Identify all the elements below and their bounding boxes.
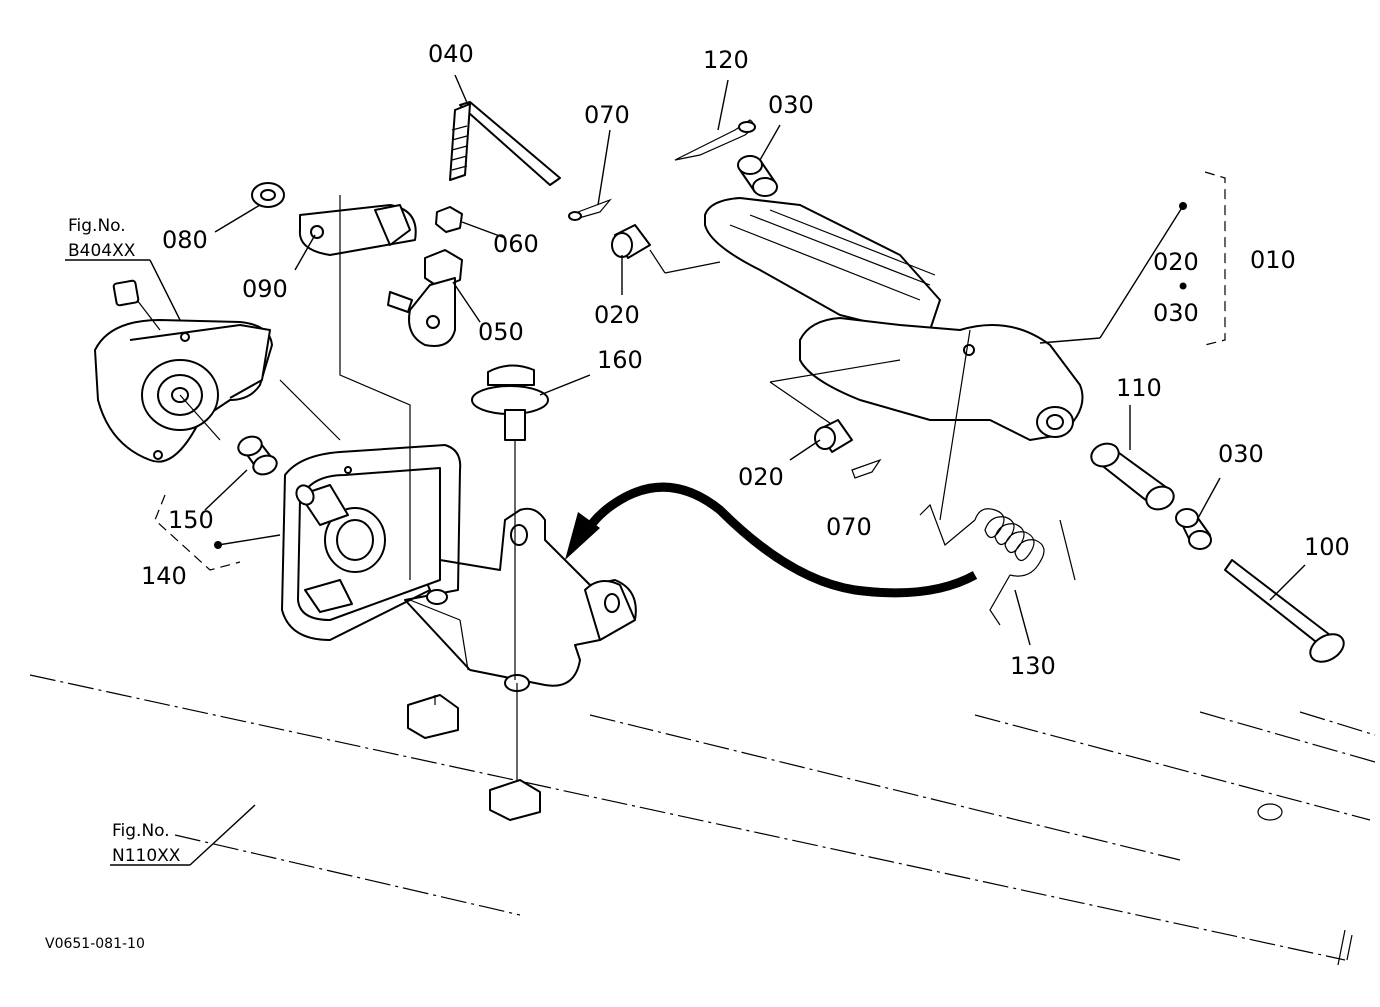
label-030-top: 030: [768, 91, 814, 119]
label-070-lower: 070: [826, 513, 872, 541]
pedal-base-bracket: [281, 444, 637, 692]
rod-040: [449, 101, 561, 186]
label-080: 080: [162, 226, 208, 254]
label-070-top: 070: [584, 101, 630, 129]
cable-motor-assembly: [94, 279, 273, 463]
collar-080: [251, 182, 285, 208]
label-160: 160: [597, 346, 643, 374]
ref-b404-line2: B404XX: [68, 241, 136, 261]
ref-b404-line1: Fig.No.: [68, 216, 126, 236]
label-050: 050: [478, 318, 524, 346]
group-bracket-010: [1204, 171, 1226, 346]
label-090: 090: [242, 275, 288, 303]
label-030-group: 030: [1153, 299, 1199, 327]
pin-020-top: [611, 224, 651, 259]
label-060: 060: [493, 230, 539, 258]
group-bracket-140: [154, 494, 241, 571]
label-140: 140: [141, 562, 187, 590]
bushing-110: [1090, 442, 1175, 511]
cage-nuts: [407, 683, 541, 821]
spacer-030-lower: [1175, 508, 1212, 550]
ref-n110-line1: Fig.No.: [112, 821, 170, 841]
label-100: 100: [1304, 533, 1350, 561]
label-130: 130: [1010, 652, 1056, 680]
ref-n110-line2: N110XX: [112, 846, 181, 866]
leader-lines: [65, 74, 1306, 866]
label-010: 010: [1250, 246, 1296, 274]
pin-100: [1224, 559, 1345, 663]
nut-060: [435, 206, 463, 233]
assembly-direction-arrow: [565, 482, 978, 598]
label-110: 110: [1116, 374, 1162, 402]
label-020-lower: 020: [738, 463, 784, 491]
label-040: 040: [428, 40, 474, 68]
pedal-010: [649, 197, 1084, 441]
bullet-dots: [214, 202, 1187, 549]
label-030-lower: 030: [1218, 440, 1264, 468]
label-bullet-separator: •: [1176, 273, 1190, 301]
figure-references: Fig.No. B404XX Fig.No. N110XX: [68, 216, 181, 866]
label-150: 150: [168, 506, 214, 534]
clip-120: [674, 119, 756, 161]
bolt-160: [471, 364, 549, 680]
floor-frame-lines: [29, 674, 1376, 966]
label-020-top: 020: [594, 301, 640, 329]
clip-070-top: [568, 198, 612, 221]
rod-end-050: [387, 249, 463, 347]
spacer-030-upper: [737, 155, 778, 197]
label-120: 120: [703, 46, 749, 74]
clip-070-lower: [851, 458, 882, 479]
spring-130: [919, 503, 1045, 626]
bushing-150: [237, 435, 278, 476]
label-020-group: 020: [1153, 248, 1199, 276]
part-number-labels: 040 120 070 030 080 060 090 020 050 160 …: [141, 40, 1350, 680]
link-plate-090: [298, 195, 417, 580]
drawing-code: V0651-081-10: [45, 936, 145, 952]
pin-020-lower: [814, 419, 853, 453]
